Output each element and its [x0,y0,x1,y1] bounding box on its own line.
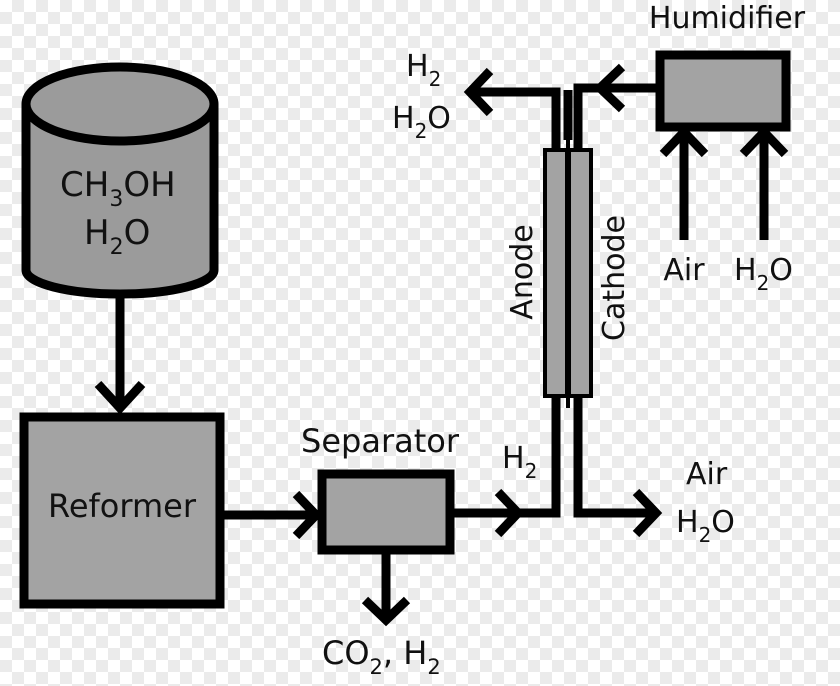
tank-top [21,62,219,146]
separator-title: Separator [301,422,460,460]
humidifier-box [655,50,791,132]
methanol-tank: CH3OH H2O [21,62,219,299]
tank-body [21,104,219,299]
humidifier-input-air-label: Air [663,253,705,288]
cathode-exhaust-label-h2o: H2O [676,505,735,547]
anode-exhaust-label-h2: H2 [406,49,441,91]
arrow-separator-to-anode [450,396,561,538]
fuel-cell-stack: Anode Cathode [505,90,632,408]
anode-label: Anode [505,224,540,319]
arrow-reformer-to-separator [220,490,323,540]
separator-box [317,469,455,555]
anode-exhaust-label-h2o: H2O [392,101,451,143]
cathode-exhaust-label-air: Air [686,457,728,492]
separator-exhaust-label: CO2, H2 [322,634,441,679]
anode-plate [543,148,569,398]
tank-label-water: H2O [84,213,150,260]
anode-feed-label: H2 [502,441,537,483]
humidifier-title: Humidifier [649,1,806,36]
cathode-label: Cathode [597,215,632,341]
arrow-air-to-humidifier [659,125,709,240]
arrow-humidifier-to-cathode [573,63,660,150]
arrow-anode-exhaust [463,67,561,150]
tank-label-methanol: CH3OH [60,165,176,212]
arrow-tank-to-reformer [94,298,146,415]
humidifier-input-water-label: H2O [734,253,793,295]
arrow-separator-to-exhaust [361,550,411,627]
cathode-plate [567,148,593,398]
arrow-water-to-humidifier [739,125,789,240]
reformer-box: Reformer [19,412,225,609]
reformer-label: Reformer [48,487,197,525]
arrow-cathode-exhaust [573,396,663,538]
